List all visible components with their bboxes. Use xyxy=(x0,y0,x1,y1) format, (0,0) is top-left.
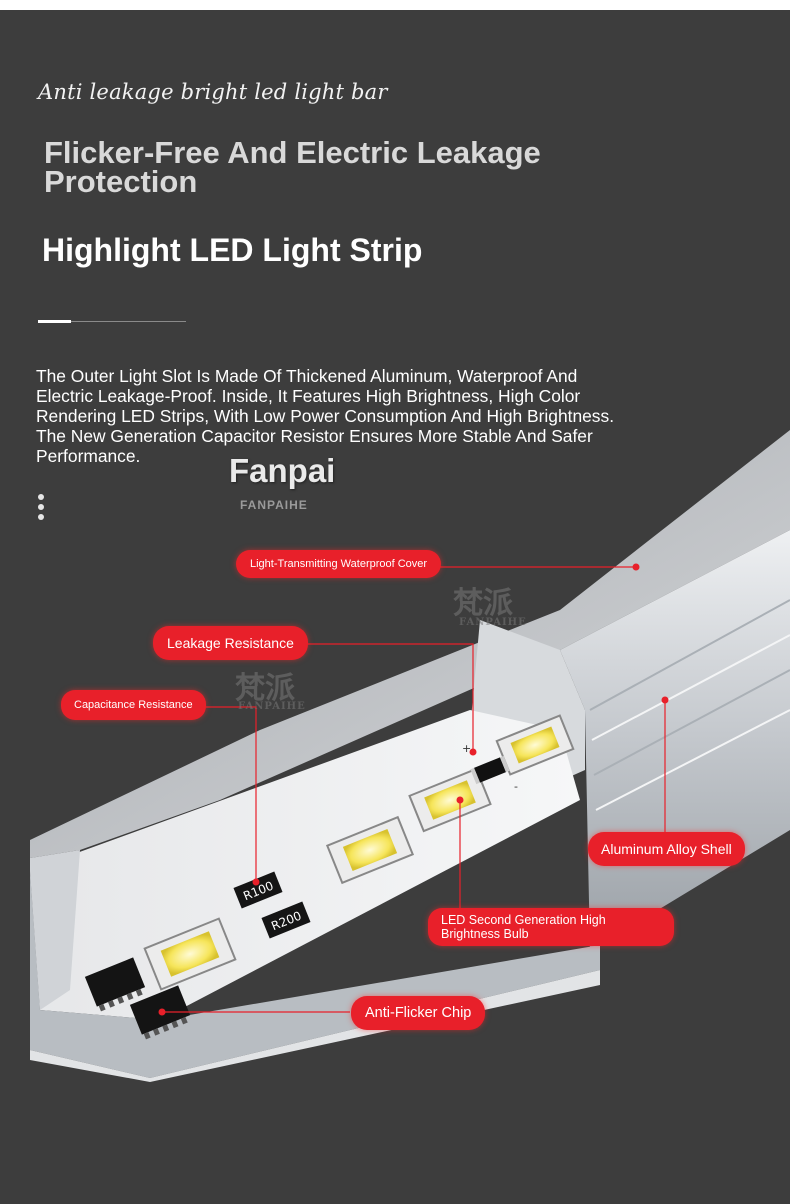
brand-sub: FANPAIHE xyxy=(240,498,308,512)
callout-dots xyxy=(158,563,669,1016)
watermark-cn-2: 梵派 xyxy=(235,671,295,706)
polarity-plus: + xyxy=(462,742,471,755)
callout-aluminum-shell: Aluminum Alloy Shell xyxy=(588,832,745,866)
watermark-en-2: FANPAIHE xyxy=(238,701,306,712)
watermark-cn: 梵派 xyxy=(453,586,513,621)
led-bulbs xyxy=(143,714,575,991)
divider-accent xyxy=(38,320,71,323)
aluminum-shell-base xyxy=(30,870,600,1078)
callout-led-bulb: LED Second Generation High Brightness Bu… xyxy=(428,908,674,946)
callout-anti-flicker-chip: Anti-Flicker Chip xyxy=(351,996,486,1030)
leakage-resistor xyxy=(470,755,510,785)
more-dots-icon xyxy=(38,494,46,524)
callout-waterproof-cover: Light-Transmitting Waterproof Cover xyxy=(236,550,442,578)
callout-leakage-resistance: Leakage Resistance xyxy=(153,626,308,660)
polarity-minus: - xyxy=(514,780,518,793)
description: The Outer Light Slot Is Made Of Thickene… xyxy=(36,366,615,466)
divider-line xyxy=(38,321,186,322)
subheadline: Highlight LED Light Strip xyxy=(42,232,423,268)
brand-logo: Fanpai xyxy=(229,452,336,489)
callout-capacitance-resistance: Capacitance Resistance xyxy=(61,690,206,720)
product-banner: Anti leakage bright led light bar Flicke… xyxy=(0,10,790,1204)
watermark-en: FANPAIHE xyxy=(459,617,527,628)
tagline: Anti leakage bright led light bar xyxy=(38,80,388,104)
waterproof-cover xyxy=(30,430,790,858)
headline: Flicker-Free And Electric Leakage Protec… xyxy=(44,135,541,199)
